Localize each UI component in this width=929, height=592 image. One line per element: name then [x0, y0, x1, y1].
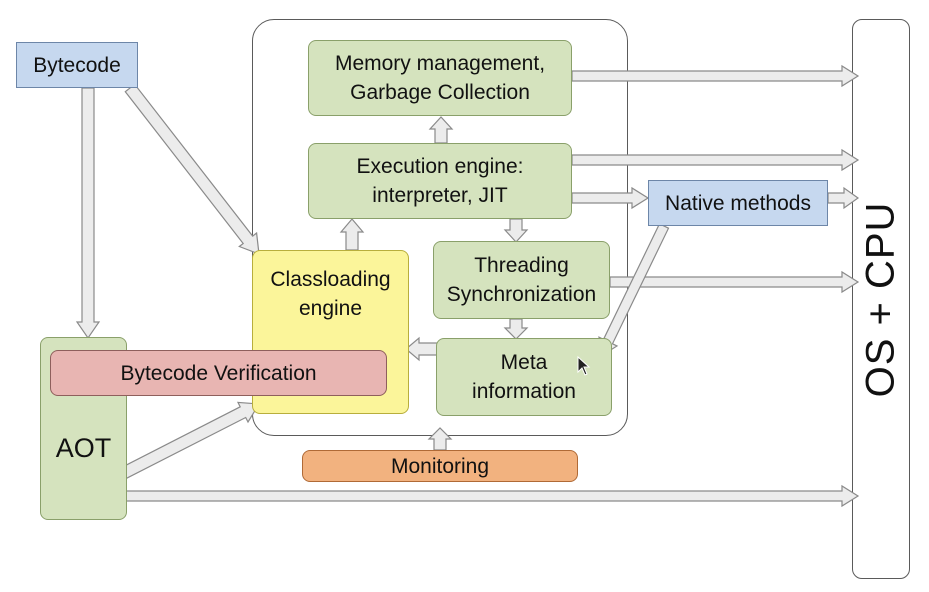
bytecode-node: Bytecode: [16, 42, 138, 88]
os-cpu-label-wrap: OS + CPU: [852, 19, 910, 579]
arrow-bytecode-to-aot: [75, 87, 101, 340]
arrow-execution-to-os: [571, 148, 860, 172]
arrow-aot-to-os: [111, 484, 860, 508]
aot-label: AOT: [55, 433, 112, 463]
threading-node: Threading Synchronization: [433, 241, 610, 319]
mouse-cursor-icon: [577, 356, 591, 376]
classloading-label: Classloading engine: [270, 268, 391, 320]
execution-engine-node: Execution engine: interpreter, JIT: [308, 143, 572, 219]
arrow-threading-to-os: [609, 270, 860, 294]
arrow-aot-to-classloading: [116, 401, 261, 482]
arrow-monitoring-to-frame: [427, 427, 453, 451]
arrow-execution-to-native: [571, 186, 650, 210]
os-cpu-box: [852, 19, 910, 579]
memory-management-node: Memory management, Garbage Collection: [308, 40, 572, 116]
bytecode-verification-node: Bytecode Verification: [50, 350, 387, 396]
arrow-memory-to-os: [571, 64, 860, 88]
meta-information-node: Meta information: [436, 338, 612, 416]
monitoring-node: Monitoring: [302, 450, 578, 482]
arrow-classloading-to-execution: [339, 218, 365, 251]
arrow-bytecode-to-classloading: [124, 83, 260, 255]
os-cpu-label: OS + CPU: [858, 201, 903, 397]
arrow-execution-to-memory: [428, 116, 454, 144]
arrow-native-to-os: [827, 186, 860, 210]
native-methods-node: Native methods: [648, 180, 828, 226]
arrow-threading-to-meta: [503, 318, 529, 340]
arrow-execution-to-threading: [503, 218, 529, 243]
